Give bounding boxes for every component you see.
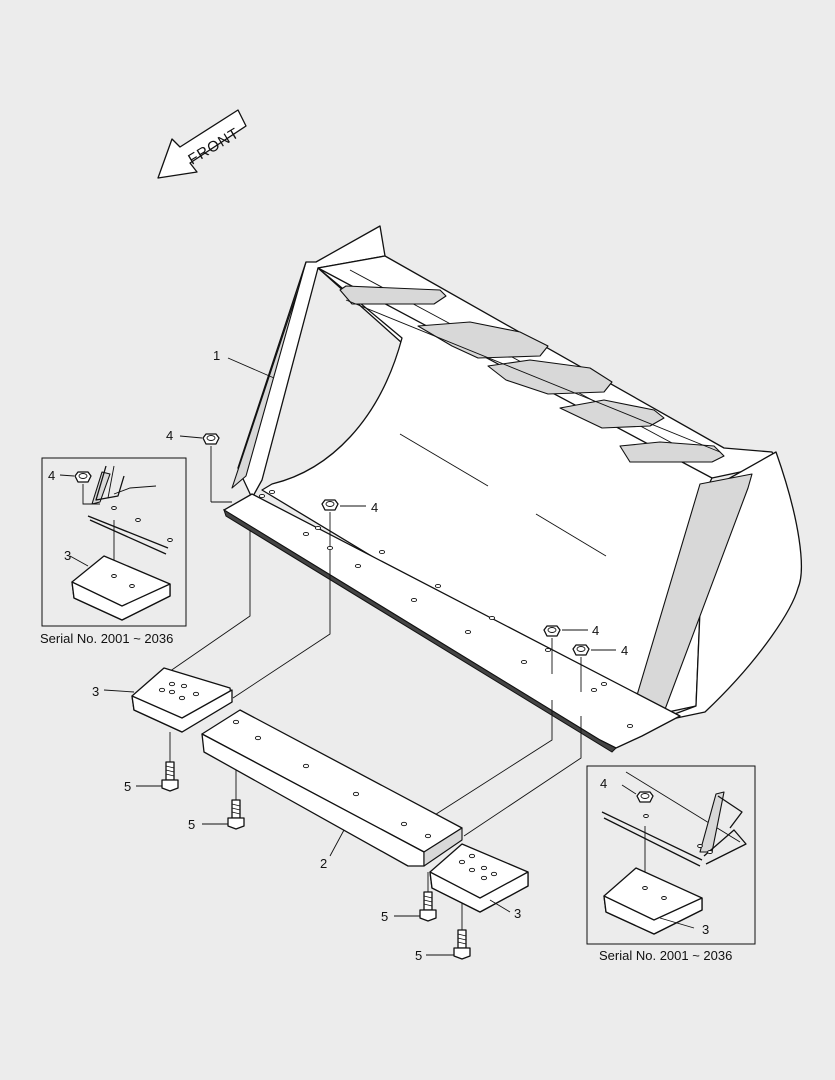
callout-1-bucket: 1 xyxy=(213,348,220,363)
inset-left-callout-3: 3 xyxy=(64,548,71,563)
inset-right-caption: Serial No. 2001 ~ 2036 xyxy=(599,948,732,963)
nut-main-left xyxy=(202,433,232,503)
callout-5-bolt-cutting-edge: 5 xyxy=(188,817,195,832)
front-arrow: FRONT xyxy=(157,109,247,179)
end-bit-left xyxy=(131,667,233,733)
inset-left-caption: Serial No. 2001 ~ 2036 xyxy=(40,631,173,646)
bolt-right-lower xyxy=(453,929,471,960)
callout-5-bolt-right-lower: 5 xyxy=(415,948,422,963)
inset-right-callout-4: 4 xyxy=(600,776,607,791)
cutting-edge xyxy=(201,709,463,867)
callout-4-nut-right-lower: 4 xyxy=(621,643,628,658)
callout-2-cutting-edge: 2 xyxy=(320,856,327,871)
end-bit-right xyxy=(429,843,529,913)
nut-main-right-lower xyxy=(572,644,590,692)
bolt-cutting-edge xyxy=(227,799,245,830)
inset-left-callout-4: 4 xyxy=(48,468,55,483)
inset-left: 4 3 xyxy=(41,457,187,627)
callout-3-end-bit-left: 3 xyxy=(92,684,99,699)
callout-4-nut-right-upper: 4 xyxy=(592,623,599,638)
bolt-right-upper xyxy=(419,891,437,922)
bucket xyxy=(223,225,802,753)
callout-4-nut-left: 4 xyxy=(166,428,173,443)
nut-main-center xyxy=(321,499,339,546)
inset-right: 4 3 xyxy=(586,765,756,945)
callout-5-bolt-left: 5 xyxy=(124,779,131,794)
callout-leaders xyxy=(103,357,616,956)
nut-main-right-upper xyxy=(543,625,561,674)
callout-5-bolt-right-upper: 5 xyxy=(381,909,388,924)
inset-right-callout-3: 3 xyxy=(702,922,709,937)
callout-4-nut-center: 4 xyxy=(371,500,378,515)
lip-holes xyxy=(258,489,634,729)
callout-3-end-bit-right: 3 xyxy=(514,906,521,921)
bolt-left-end-bit xyxy=(161,761,179,792)
assembly-centerlines xyxy=(162,530,582,930)
